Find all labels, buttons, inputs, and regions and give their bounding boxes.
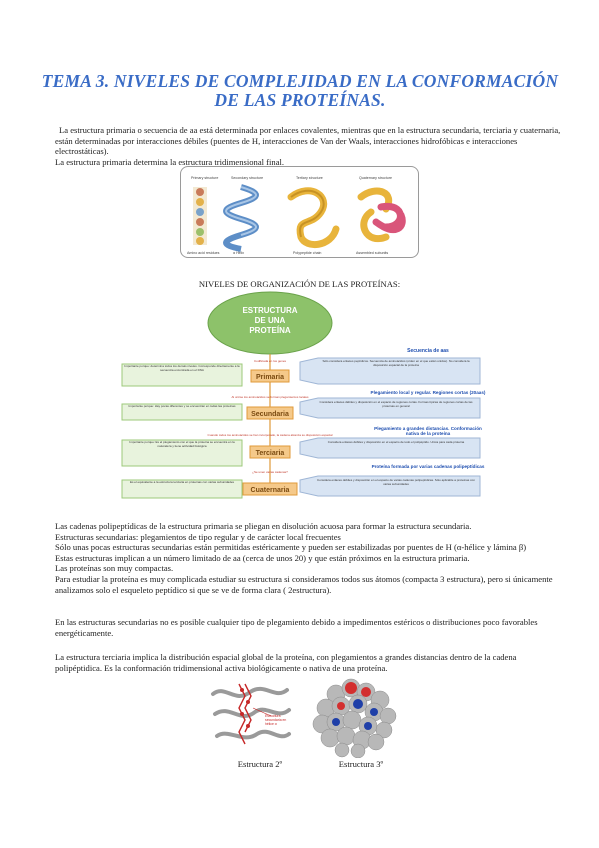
paragraph-secondary-steric: En las estructuras secundarias no es pos…: [55, 617, 538, 638]
level-cuaternaria: Cuaternaria: [251, 487, 290, 494]
right-text-2: Considera enlaces débiles y disposición …: [319, 401, 473, 408]
tertiary-fold-shade: [290, 189, 325, 238]
level-primaria: Primaria: [256, 374, 284, 381]
right-box-1: [299, 357, 481, 385]
secondary-structure-image: Estructura secundaria en hélice α: [205, 674, 295, 756]
right-box-3: [299, 437, 481, 459]
tertiary-fold: [287, 187, 340, 248]
left-text-4: Es el equivalente a la estructura tercia…: [129, 481, 235, 484]
quaternary-assembly: [357, 187, 406, 243]
paragraph-tertiary: La estructura terciaria implica la distr…: [55, 652, 517, 673]
right-header-2: Plegamiento local y regular. Regiones co…: [370, 390, 486, 395]
right-header-3: Plegamiento a grandes distancias. Confor…: [374, 426, 482, 436]
protein-structure-illustration: Primary structure Secondary structure Te…: [187, 176, 406, 255]
sublabel-secondary: α Helix: [233, 251, 244, 255]
sublabel-primary: Amino acid residues: [187, 251, 220, 255]
left-text-3: Importante porque: Es el plegamiento con…: [129, 441, 235, 448]
body-paragraph: Las cadenas polipeptídicas de la estruct…: [55, 521, 560, 595]
body-line-5: Las proteínas son muy compactas.: [55, 563, 174, 574]
primary-structure-chain: [193, 187, 207, 245]
right-header-4: Proteína formada por varias cadenas poli…: [371, 464, 485, 469]
level-secundaria: Secundaria: [251, 411, 289, 418]
body-line-1: Las cadenas polipeptídicas de la estruct…: [55, 521, 472, 531]
right-box-4: [299, 475, 481, 497]
sublabel-tertiary: Polypeptide chain: [293, 251, 321, 255]
connector-2: Al unirse los aminoácidos se forman pleg…: [231, 395, 309, 399]
left-box-3: [121, 439, 243, 467]
caption-estructura-2: Estructura 2º: [237, 759, 283, 769]
right-header-1: Secuencia de aas: [407, 348, 449, 354]
body-line-2: Estructuras secundarias: plegamientos de…: [55, 531, 341, 542]
helix-label: Estructura secundaria en hélice α: [265, 714, 287, 726]
organization-diagram: ESTRUCTURA DE UNA PROTEÍNA Primaria Secu…: [120, 290, 488, 502]
level-terciaria: Terciaria: [256, 450, 285, 457]
tertiary-structure-image: [306, 674, 404, 759]
organization-diagram-svg: ESTRUCTURA DE UNA PROTEÍNA Primaria Secu…: [121, 291, 486, 499]
label-quaternary: Quaternary structure: [359, 176, 392, 180]
body-line-3: Sólo unas pocas estructuras secundarias …: [55, 542, 527, 553]
left-box-4: [121, 479, 243, 499]
right-text-4: Considera enlaces débiles y disposición …: [317, 479, 475, 486]
tertiary-structure-spheres: [312, 678, 397, 759]
secondary-structure-ribbon: [211, 683, 291, 745]
right-text-3: Considera enlaces débiles y disposición …: [327, 441, 465, 444]
label-secondary: Secondary structure: [231, 176, 263, 180]
body-line-6: Para estudiar la proteína es muy complic…: [55, 573, 553, 595]
sublabel-quaternary: Assembled subunits: [356, 251, 388, 255]
center-line-2: DE UNA: [255, 316, 286, 325]
intro-text-2: La estructura primaria determina la estr…: [55, 156, 285, 167]
alpha-helix-highlight: [225, 186, 257, 236]
page-title: TEMA 3. NIVELES DE COMPLEJIDAD EN LA CON…: [41, 71, 559, 110]
connector-3: Cuando todos los aminoácidos se han inco…: [208, 433, 333, 437]
left-box-2: [121, 403, 243, 421]
center-line-3: PROTEÍNA: [249, 326, 291, 335]
label-tertiary: Tertiary structure: [296, 176, 323, 180]
protein-structure-figure: Primary structure Secondary structure Te…: [180, 166, 419, 258]
right-box-2: [299, 397, 481, 419]
intro-paragraph: La estructura primaria o secuencia de aa…: [55, 125, 565, 167]
left-text-2: Importante porque: Hay pocas diferentes …: [128, 405, 236, 408]
label-primary: Primary structure: [191, 176, 218, 180]
center-line-1: ESTRUCTURA: [242, 306, 297, 315]
body-line-4: Estas estructuras implican a un número l…: [55, 552, 470, 563]
left-text-1: Importante porque: determina todos los d…: [124, 365, 240, 372]
intro-text-1: La estructura primaria o secuencia de aa…: [55, 125, 561, 157]
right-text-1: Sólo considera enlaces peptídicos. Secue…: [322, 360, 470, 367]
diagram-caption: NIVELES DE ORGANIZACIÓN DE LAS PROTEÍNAS…: [198, 279, 401, 289]
left-box-1: [121, 363, 243, 387]
level-boxes: [242, 369, 298, 496]
connector-4: ¿Se unen varias cadenas?: [252, 470, 288, 474]
caption-estructura-3: Estructura 3º: [338, 759, 384, 769]
connector-1: Codificada en los genes: [254, 359, 287, 363]
